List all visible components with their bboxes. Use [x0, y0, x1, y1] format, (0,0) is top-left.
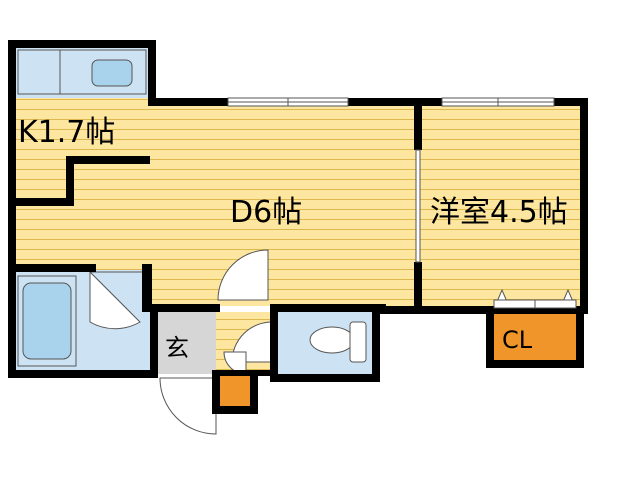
window-western: [441, 97, 555, 107]
dining-label: D6帖: [230, 195, 302, 230]
bathtub-icon: [22, 282, 72, 360]
counter-left: [17, 49, 61, 95]
doors: [89, 249, 575, 435]
entrance-label: 玄: [165, 334, 189, 362]
closet-opening: [493, 299, 577, 309]
main-wood-floor: [14, 98, 580, 312]
closet-label: CL: [502, 326, 533, 354]
meter-box: [220, 376, 250, 406]
window-dining: [227, 97, 349, 107]
entrance-door: [159, 377, 217, 435]
western-room-label: 洋室4.5帖: [430, 195, 568, 230]
toilet-bowl-icon: [309, 326, 355, 354]
walls: [8, 40, 588, 414]
sink-icon: [91, 59, 133, 87]
windows: [227, 97, 577, 309]
bathroom-door: [89, 270, 141, 330]
closet-floor: [490, 306, 576, 364]
sliding-partition: [415, 149, 421, 263]
dining-door: [217, 249, 269, 301]
entrance-floor: [150, 312, 216, 374]
kitchen-label: K1.7帖: [18, 115, 115, 150]
room-labels: K1.7帖 D6帖 洋室4.5帖 CL 玄: [18, 115, 568, 362]
fixtures: [17, 49, 367, 367]
toilet-tank-icon: [349, 321, 367, 363]
